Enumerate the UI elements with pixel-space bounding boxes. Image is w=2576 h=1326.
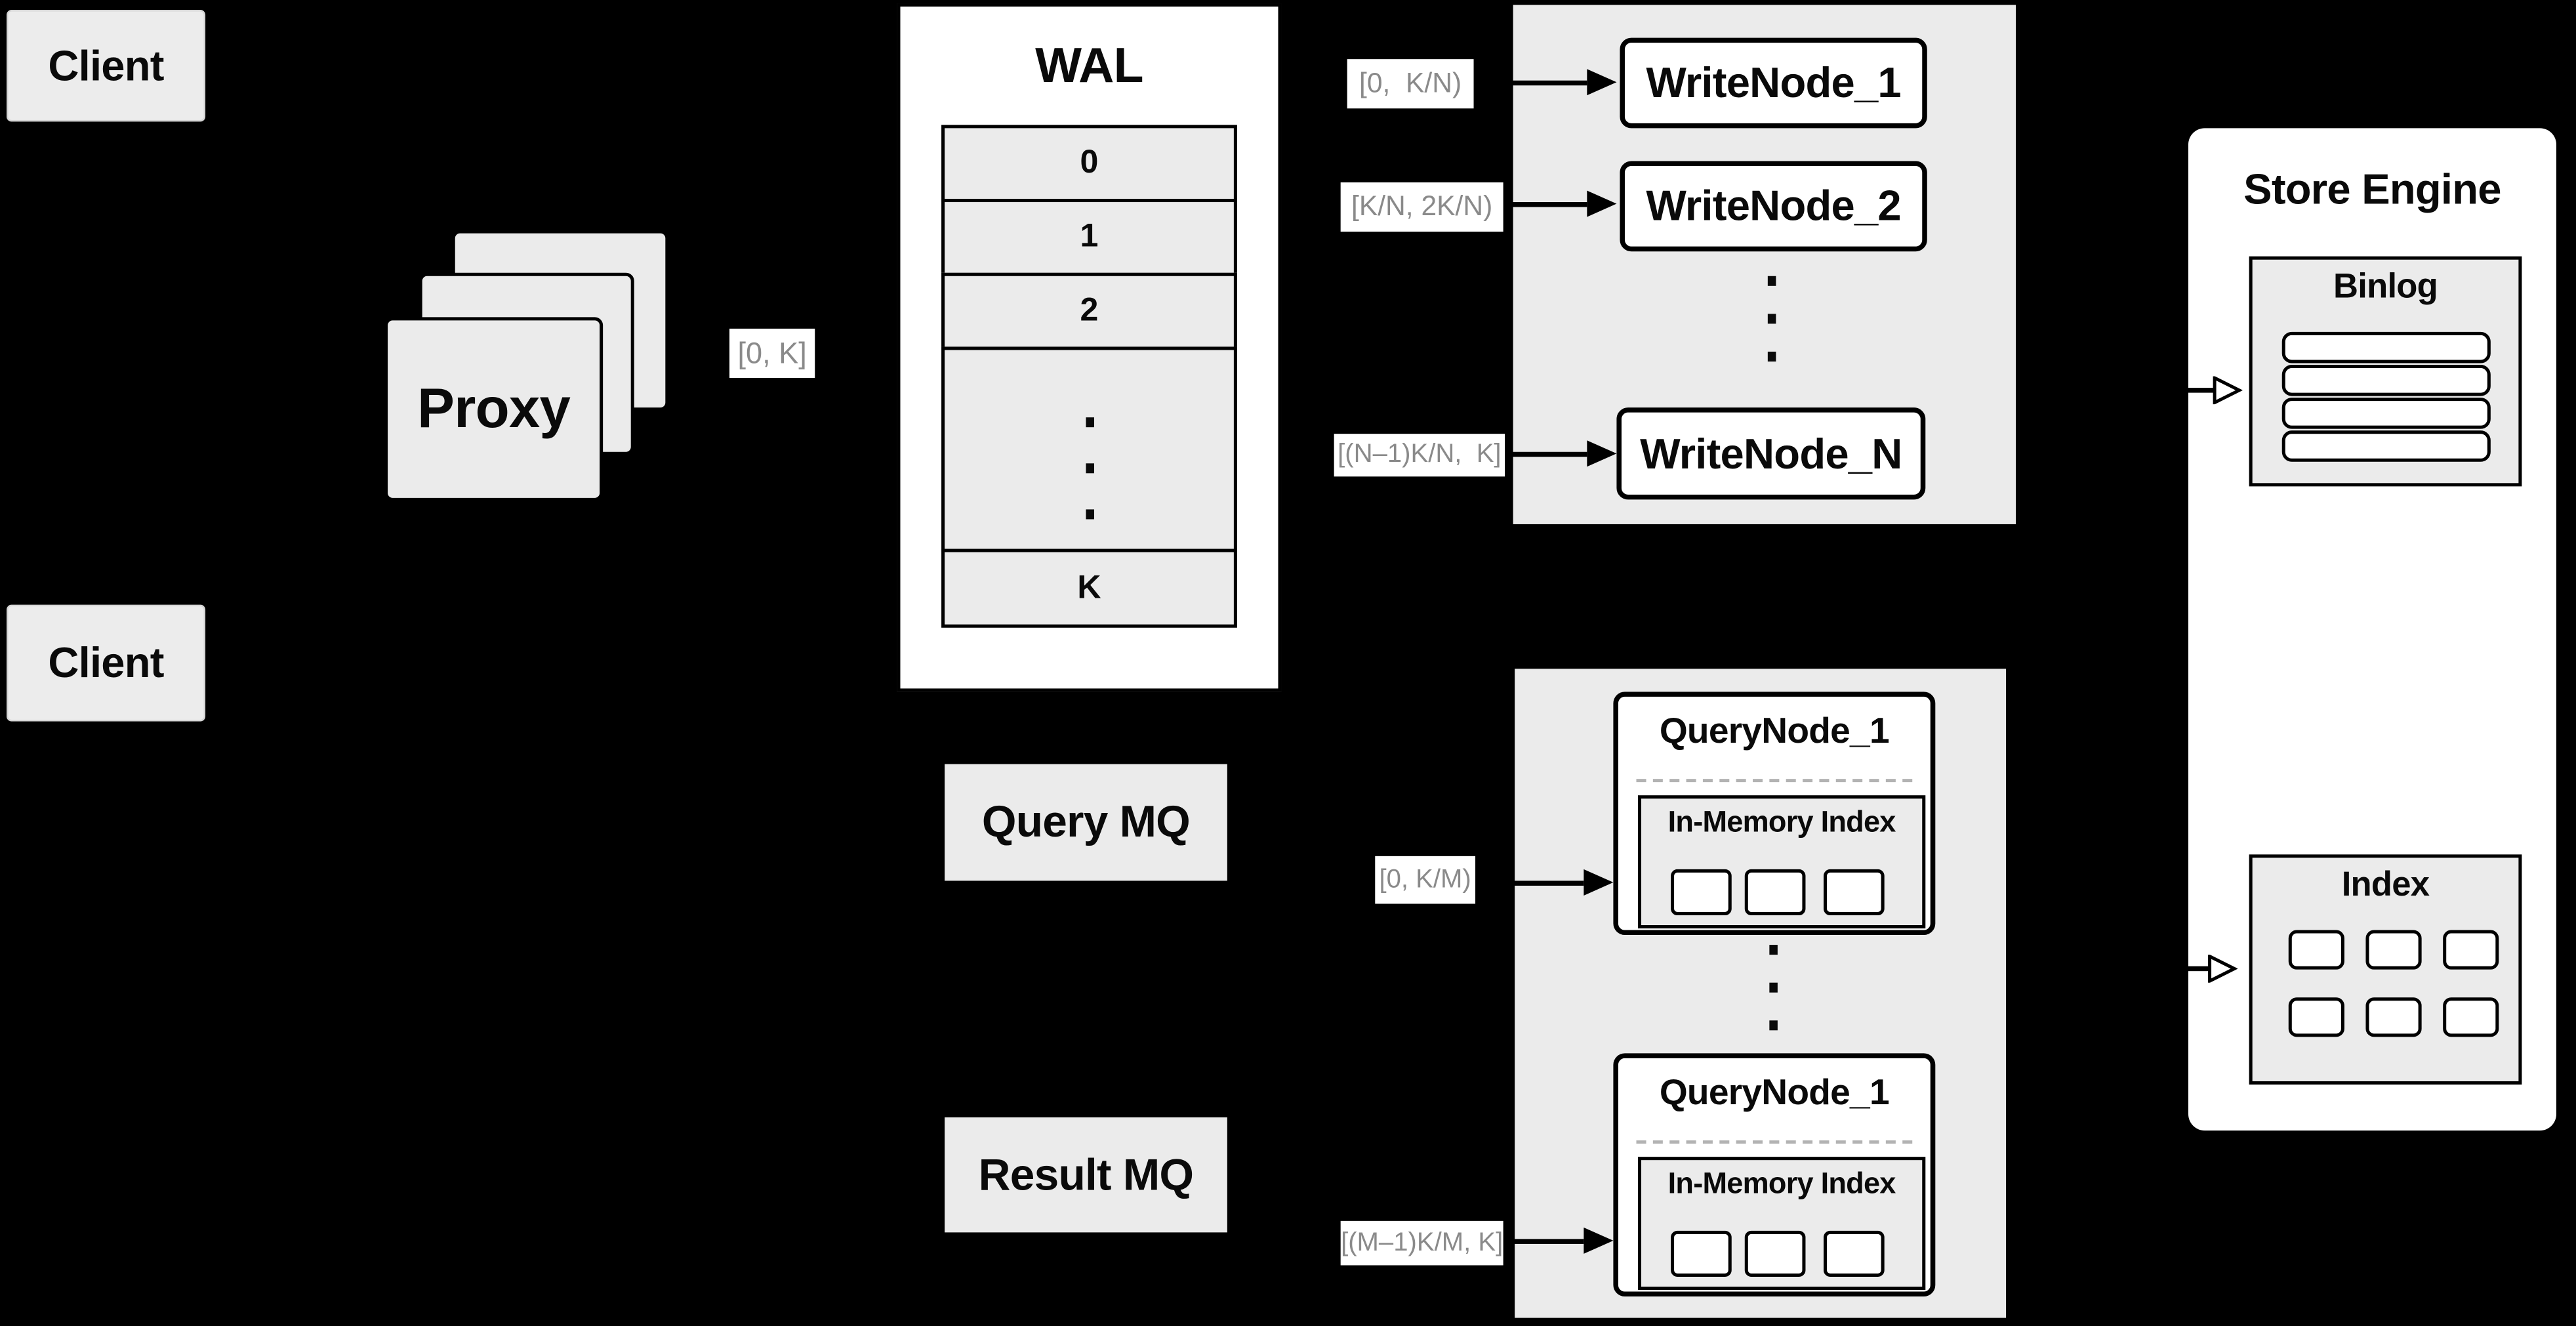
- in-memory-index-box-2: In-Memory Index: [1637, 1157, 1926, 1291]
- vertical-ellipsis-icon: [1767, 276, 1776, 286]
- vertical-ellipsis-icon: [1767, 351, 1776, 362]
- vertical-ellipsis-icon: [1086, 509, 1094, 520]
- dashed-separator: [1636, 1140, 1913, 1144]
- arrow-head-query-node-1-icon: [1584, 869, 1614, 896]
- query-node-1-title: QueryNode_1: [1659, 709, 1890, 751]
- range-label-write-node-2: [K/N, 2K/N): [1340, 182, 1503, 232]
- hollow-arrow-head-binlog-icon: [2213, 376, 2243, 405]
- client-top-label: Client: [48, 40, 164, 90]
- index-segment: [2288, 997, 2344, 1037]
- arrow-to-write-node-2: [1505, 202, 1587, 207]
- index-box: Index: [2249, 854, 2522, 1085]
- query-mq-box: Query MQ: [945, 764, 1227, 881]
- write-node-1-label: WriteNode_1: [1646, 57, 1901, 107]
- wal-title: WAL: [897, 39, 1281, 95]
- query-node-2-title: QueryNode_1: [1659, 1071, 1890, 1113]
- index-chip: [1823, 1230, 1885, 1277]
- client-box-top: Client: [7, 10, 206, 122]
- arrow-to-query-node-2: [1505, 1239, 1584, 1244]
- arrow-to-write-node-1: [1475, 80, 1587, 86]
- index-chip: [1744, 869, 1806, 916]
- range-label-proxy-wal: [0, K]: [729, 328, 815, 379]
- wal-row-ellipsis: [941, 346, 1237, 552]
- arrow-head-write-node-2-icon: [1587, 190, 1617, 217]
- arrow-head-query-node-2-icon: [1584, 1227, 1614, 1254]
- in-memory-index-box-1: In-Memory Index: [1637, 795, 1926, 929]
- proxy-label: Proxy: [417, 377, 571, 440]
- vertical-ellipsis-icon: [1769, 982, 1778, 993]
- write-node-1-box: WriteNode_1: [1620, 37, 1927, 129]
- binlog-segment: [2281, 430, 2491, 462]
- query-node-2-box: QueryNode_1 In-Memory Index: [1613, 1053, 1936, 1297]
- result-mq-box: Result MQ: [945, 1117, 1227, 1233]
- in-memory-index-2-label: In-Memory Index: [1667, 1167, 1896, 1200]
- vertical-ellipsis-icon: [1769, 945, 1778, 955]
- range-label-write-node-n: [(N–1)K/N, K]: [1334, 434, 1505, 477]
- vertical-ellipsis-icon: [1769, 1020, 1778, 1031]
- binlog-segment: [2281, 331, 2491, 363]
- index-segment: [2288, 930, 2344, 970]
- write-node-n-box: WriteNode_N: [1616, 407, 1926, 500]
- index-chip: [1671, 869, 1732, 916]
- vertical-ellipsis-icon: [1767, 314, 1776, 324]
- index-chip: [1823, 869, 1885, 916]
- index-segment: [2365, 997, 2422, 1037]
- proxy-card-front: Proxy: [384, 317, 603, 501]
- store-engine-title-text: Store Engine: [2243, 163, 2501, 213]
- index-segment: [2443, 930, 2499, 970]
- client-bottom-label: Client: [48, 637, 164, 687]
- dashed-separator: [1636, 779, 1913, 783]
- write-node-2-box: WriteNode_2: [1620, 161, 1927, 252]
- arrow-head-write-node-n-icon: [1587, 440, 1617, 467]
- wal-title-text: WAL: [1035, 39, 1143, 94]
- range-label-query-node-2: [(M–1)K/M, K]: [1340, 1220, 1503, 1266]
- client-box-bottom: Client: [7, 604, 206, 722]
- arrow-to-index: [2188, 966, 2212, 972]
- query-node-1-box: QueryNode_1 In-Memory Index: [1613, 692, 1936, 936]
- index-title: Index: [2341, 865, 2430, 904]
- hollow-arrow-head-index-icon: [2208, 955, 2238, 983]
- vertical-ellipsis-icon: [1086, 417, 1094, 428]
- index-chip: [1744, 1230, 1806, 1277]
- query-mq-label: Query MQ: [981, 797, 1191, 846]
- result-mq-label: Result MQ: [978, 1149, 1194, 1199]
- store-engine-title: Store Engine: [2188, 163, 2556, 213]
- wal-row-2: 2: [941, 272, 1237, 350]
- binlog-title: Binlog: [2333, 268, 2438, 306]
- index-segment: [2443, 997, 2499, 1037]
- arrow-to-query-node-1: [1477, 881, 1584, 886]
- wal-row-k: K: [941, 549, 1237, 628]
- arrow-head-write-node-1-icon: [1587, 69, 1617, 96]
- write-node-2-label: WriteNode_2: [1646, 180, 1901, 230]
- wal-row-1: 1: [941, 199, 1237, 276]
- range-label-write-node-1: [0, K/N): [1347, 59, 1474, 109]
- wal-row-0: 0: [941, 125, 1237, 203]
- arrow-to-binlog: [2188, 388, 2215, 393]
- range-label-query-node-1: [0, K/M): [1375, 856, 1476, 904]
- arrow-to-write-node-n: [1506, 451, 1587, 457]
- binlog-segment: [2281, 364, 2491, 396]
- binlog-segment: [2281, 398, 2491, 429]
- vertical-ellipsis-icon: [1086, 463, 1094, 474]
- index-segment: [2365, 930, 2422, 970]
- index-chip: [1671, 1230, 1732, 1277]
- write-node-n-label: WriteNode_N: [1640, 428, 1902, 478]
- in-memory-index-1-label: In-Memory Index: [1667, 805, 1896, 839]
